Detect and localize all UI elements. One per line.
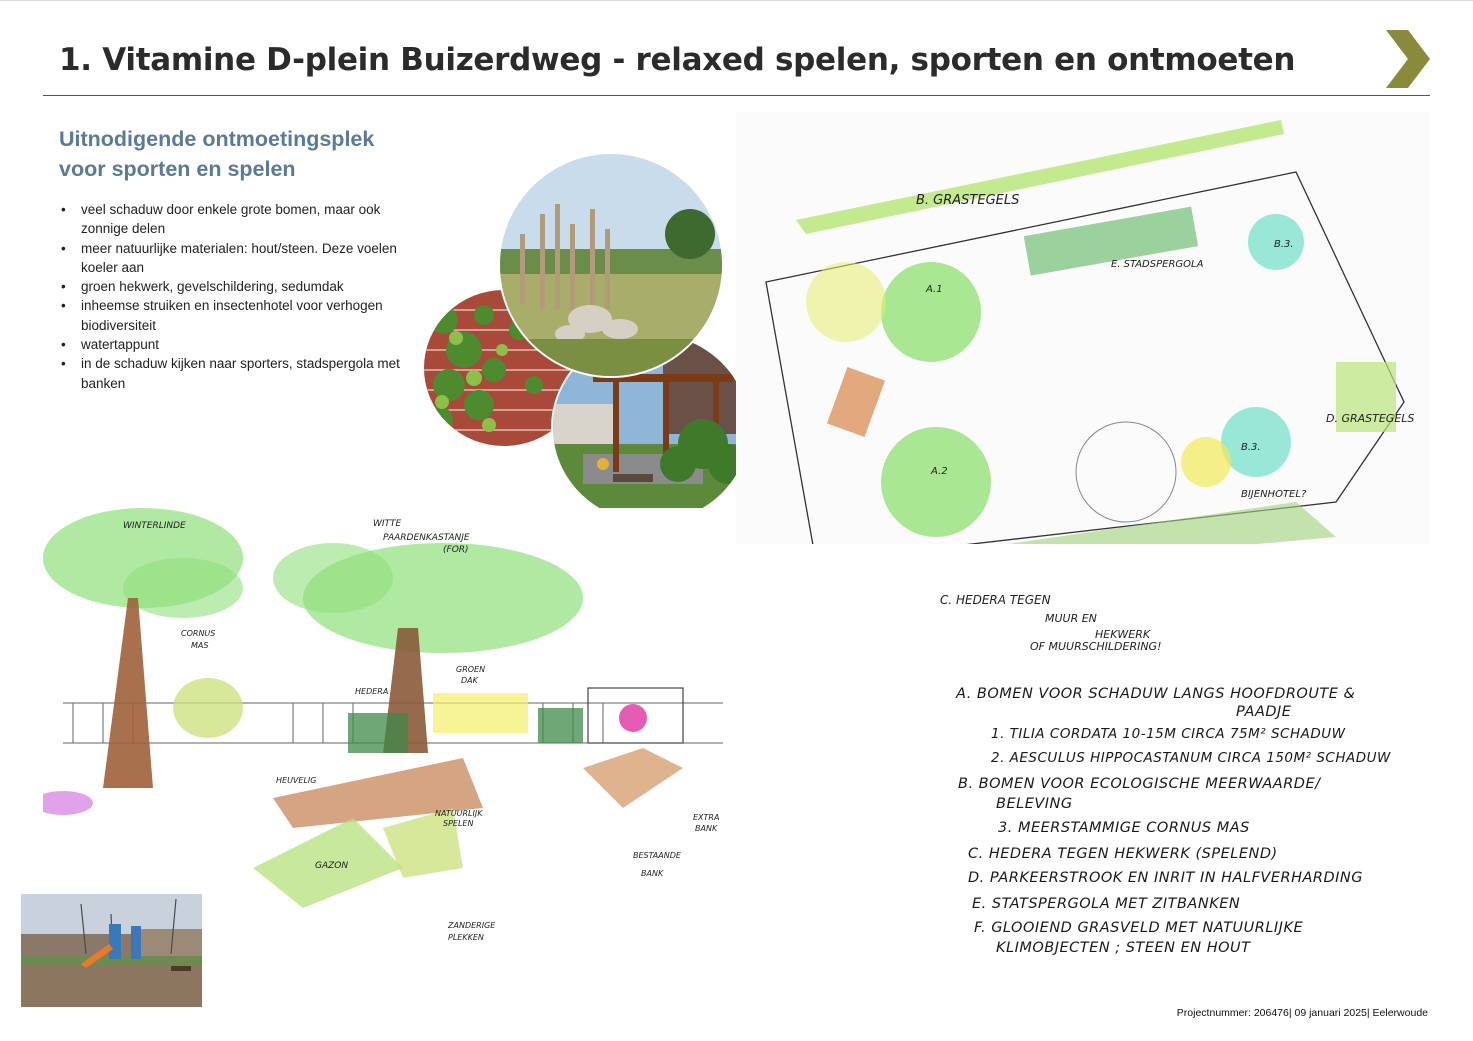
sketch-label-groen-2: DAK xyxy=(461,676,479,685)
sketch-label-groen-1: GROEN xyxy=(456,665,485,674)
sketch-label-extra-2: BANK xyxy=(695,824,718,833)
sketch-label-natuurlijk-2: SPELEN xyxy=(443,819,473,828)
sketch-label-zanderige-1: ZANDERIGE xyxy=(447,921,496,930)
photo-wooden-poles-field xyxy=(498,152,724,378)
label-bijenhotel: BIJENHOTEL? xyxy=(1241,489,1307,500)
legend-b-cont: BELEVING xyxy=(996,796,1073,812)
hedera-note: C. HEDERA TEGEN MUUR EN HEKWERK OF MUURS… xyxy=(940,593,1162,653)
sketch-label-winterlinde: WINTERLINDE xyxy=(123,521,186,531)
sketch-label-bestaande-1: BESTAANDE xyxy=(633,851,682,860)
sketch-label-natuurlijk-1: NATUURLIJK xyxy=(435,809,483,818)
title-underline xyxy=(43,95,1430,96)
hedera-note-line-2: MUUR EN xyxy=(1045,612,1097,625)
legend-a1: 1. TILIA CORDATA 10-15M CIRCA 75M² SCHAD… xyxy=(991,726,1346,742)
feature-item: in de schaduw kijken naar sporters, stad… xyxy=(59,354,419,393)
section-subtitle: Uitnodigende ontmoetingsplek voor sporte… xyxy=(59,124,439,184)
handwritten-legend: A. BOMEN VOOR SCHADUW LANGS HOOFDROUTE &… xyxy=(956,680,1436,970)
legend-c: C. HEDERA TEGEN HEKWERK (SPELEND) xyxy=(968,846,1278,862)
perspective-sketch: WINTERLINDE WITTE PAARDENKASTANJE (FOR) … xyxy=(33,508,723,968)
legend-d: D. PARKEERSTROOK EN INRIT IN HALFVERHARD… xyxy=(968,870,1363,886)
sketch-label-hedera: HEDERA xyxy=(355,687,388,696)
sketch-label-paardenkastanje-2: PAARDENKASTANJE xyxy=(383,533,470,543)
sketch-label-cornus-2: MAS xyxy=(191,641,208,650)
label-a2: A.2 xyxy=(930,466,948,477)
hedera-note-line-3: HEKWERK xyxy=(1095,628,1151,641)
feature-item: veel schaduw door enkele grote bomen, ma… xyxy=(59,200,419,239)
site-plan-sketch: B. GRASTEGELS E. STADSPERGOLA D. GRASTEG… xyxy=(736,112,1430,582)
chevron-logo-icon xyxy=(1386,30,1430,88)
label-stadspergola: E. STADSPERGOLA xyxy=(1111,259,1204,270)
hedera-note-line-1: C. HEDERA TEGEN xyxy=(940,593,1051,607)
legend-e: E. STATSPERGOLA MET ZITBANKEN xyxy=(972,896,1241,912)
photo-existing-playground xyxy=(21,894,202,1007)
label-grastegels-right: D. GRASTEGELS xyxy=(1326,412,1414,425)
legend-a-cont: PAADJE xyxy=(1236,704,1292,720)
feature-item: groen hekwerk, gevelschildering, sedumda… xyxy=(59,277,419,297)
hedera-note-line-4: OF MUURSCHILDERING! xyxy=(1030,640,1162,653)
legend-f-cont: KLIMOBJECTEN ; STEEN EN HOUT xyxy=(996,940,1251,956)
label-a1: A.1 xyxy=(925,284,943,295)
subtitle-line-1: Uitnodigende ontmoetingsplek xyxy=(59,127,375,151)
footer-project-info: Projectnummer: 206476| 09 januari 2025| … xyxy=(1176,1007,1428,1019)
sketch-label-heuvelig: HEUVELIG xyxy=(276,776,316,785)
feature-item: inheemse struiken en insectenhotel voor … xyxy=(59,296,419,335)
legend-b3: 3. MEERSTAMMIGE CORNUS MAS xyxy=(998,820,1250,836)
feature-item: watertappunt xyxy=(59,335,419,355)
legend-b: B. BOMEN VOOR ECOLOGISCHE MEERWAARDE/ xyxy=(958,776,1321,792)
label-grastegels-top: B. GRASTEGELS xyxy=(916,193,1019,208)
legend-f: F. GLOOIEND GRASVELD MET NATUURLIJKE xyxy=(974,920,1304,936)
legend-a: A. BOMEN VOOR SCHADUW LANGS HOOFDROUTE & xyxy=(956,686,1356,702)
sketch-label-zanderige-2: PLEKKEN xyxy=(448,933,484,942)
sketch-label-cornus-1: CORNUS xyxy=(181,629,215,638)
sketch-label-bestaande-2: BANK xyxy=(641,869,664,878)
label-b3-top: B.3. xyxy=(1274,239,1294,250)
feature-list: veel schaduw door enkele grote bomen, ma… xyxy=(59,200,419,393)
top-border-line xyxy=(0,0,1473,1)
sketch-label-extra-1: EXTRA xyxy=(693,813,719,822)
page-title: 1. Vitamine D-plein Buizerdweg - relaxed… xyxy=(59,42,1296,78)
legend-a2: 2. AESCULUS HIPPOCASTANUM CIRCA 150M² SC… xyxy=(991,750,1391,766)
subtitle-line-2: voor sporten en spelen xyxy=(59,157,296,181)
sketch-label-gazon: GAZON xyxy=(315,861,348,871)
sketch-label-paardenkastanje-3: (FOR) xyxy=(443,545,469,555)
feature-item: meer natuurlijke materialen: hout/steen.… xyxy=(59,239,419,278)
label-b3-bottom: B.3. xyxy=(1241,442,1261,453)
sketch-label-paardenkastanje-1: WITTE xyxy=(373,519,402,529)
